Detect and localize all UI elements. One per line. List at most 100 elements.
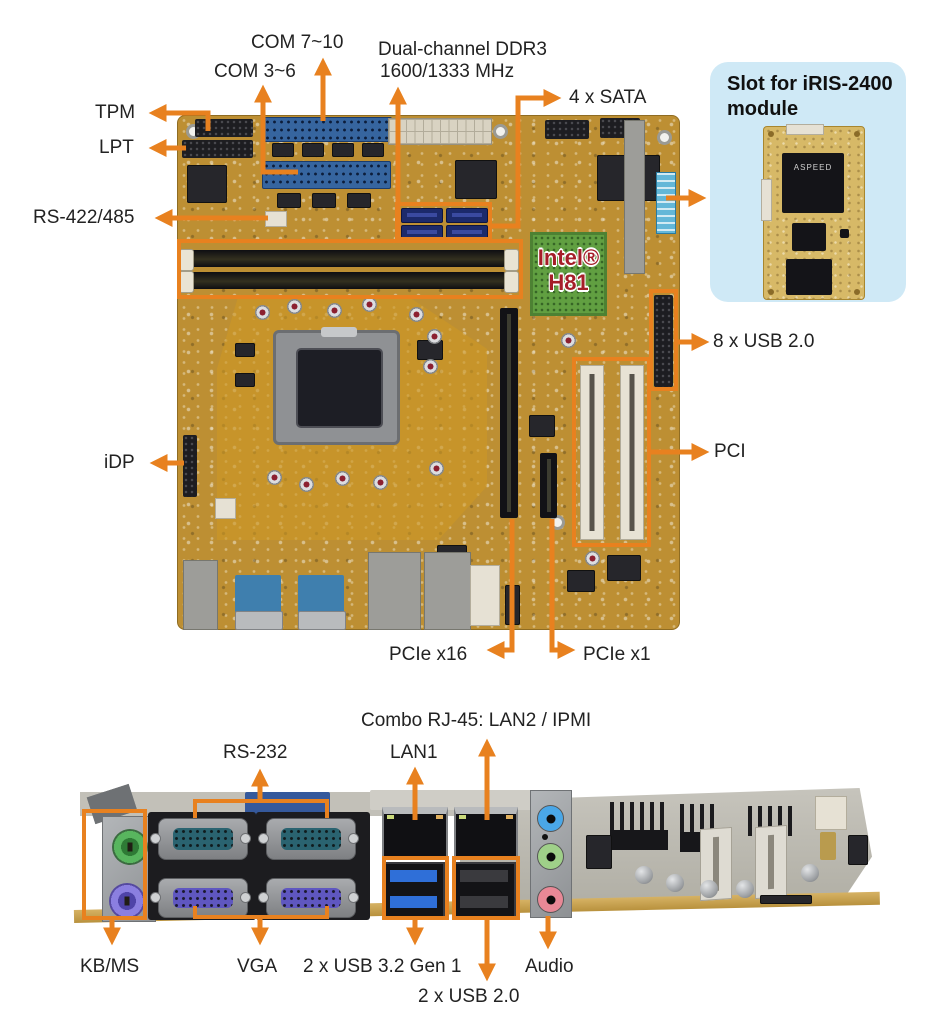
capacitor	[700, 880, 718, 898]
module-ic	[786, 259, 832, 295]
usb32-ports	[382, 862, 445, 918]
screw	[150, 833, 161, 844]
screw	[240, 833, 251, 844]
lan-led	[436, 815, 443, 819]
module-ic	[840, 229, 849, 238]
capacitor	[561, 333, 576, 348]
pcie-x16-slot	[500, 308, 518, 518]
socket-die	[298, 350, 381, 426]
chipset: Intel® H81	[530, 232, 607, 316]
label-4x-sata: 4 x SATA	[569, 87, 647, 108]
dimm-latch	[179, 249, 194, 271]
label-pcie-x1: PCIe x1	[583, 644, 651, 665]
pci-slot-end	[755, 824, 787, 900]
lpt-header	[182, 140, 253, 158]
label-pci: PCI	[714, 441, 746, 462]
com-7-10-header	[263, 117, 392, 142]
ic-chip	[760, 895, 812, 904]
label-tpm: TPM	[95, 102, 136, 123]
screw	[258, 892, 269, 903]
dimm-latch	[504, 249, 519, 271]
label-rs422-485: RS-422/485	[33, 207, 135, 228]
sata-port	[401, 208, 443, 223]
ic-chip	[455, 160, 497, 199]
com-3-6-header	[262, 161, 391, 189]
capacitor	[299, 477, 314, 492]
ic-chip	[235, 373, 255, 387]
usb-tongue	[390, 870, 437, 882]
label-com-7-10: COM 7~10	[251, 32, 344, 53]
label-pcie-x16: PCIe x16	[389, 644, 468, 665]
label-vga: VGA	[237, 956, 278, 977]
lan1-port	[382, 807, 448, 860]
iris-module-photo: ASPEED	[761, 124, 865, 300]
capacitor	[335, 471, 350, 486]
rear-panel-photo	[70, 780, 890, 950]
audio-hole	[542, 834, 548, 840]
capacitor	[423, 359, 438, 374]
label-audio: Audio	[525, 956, 574, 977]
line-in-jack	[537, 805, 564, 832]
capacitor	[409, 307, 424, 322]
usb20-ports	[452, 862, 516, 918]
atx-power-connector	[388, 118, 492, 145]
ic-chip	[417, 340, 443, 360]
cpu-socket	[273, 327, 400, 445]
lan-led	[506, 815, 513, 819]
ic-chip	[586, 835, 612, 869]
sata-port	[446, 208, 488, 223]
rear-top-slab	[370, 790, 532, 810]
aspeed-chip-label: ASPEED	[793, 163, 833, 172]
ic-chip	[848, 835, 868, 865]
ic-chip	[505, 585, 520, 625]
label-8x-usb20: 8 x USB 2.0	[713, 331, 815, 352]
socket-clip	[321, 327, 357, 337]
module-hole	[768, 131, 774, 137]
ic-chip	[607, 555, 641, 581]
usb-tongue	[390, 896, 437, 908]
capacitor	[255, 305, 270, 320]
lan2-ipmi-port	[454, 807, 518, 860]
mic-jack	[537, 886, 564, 913]
ic-chip	[332, 143, 354, 157]
capacitor	[362, 297, 377, 312]
sata-port	[446, 225, 488, 240]
module-connector	[786, 124, 824, 135]
label-ddr3-line1: Dual-channel DDR3	[378, 39, 547, 60]
rear-usb-block	[183, 560, 218, 630]
mounting-hole	[493, 124, 508, 139]
label-combo-rj45: Combo RJ-45: LAN2 / IPMI	[361, 710, 592, 731]
module-connector	[761, 179, 772, 221]
label-kbms: KB/MS	[80, 956, 140, 977]
motherboard-photo: Intel® H81	[177, 115, 680, 630]
capacitor	[585, 551, 600, 566]
battery-holder	[470, 565, 500, 626]
idp-connector	[183, 435, 197, 497]
iris-callout-box: Slot for iRIS-2400 module ASPEED	[710, 62, 906, 302]
capacitor	[327, 303, 342, 318]
pin-header	[545, 120, 589, 139]
atx-4pin-connector	[215, 498, 236, 519]
usb-pin-headers	[654, 295, 673, 387]
dimm-slot	[188, 250, 505, 267]
module-hole	[768, 289, 774, 295]
usb-tongue	[460, 870, 508, 882]
iris-box-title: Slot for iRIS-2400 module	[727, 73, 893, 120]
ic-chip	[362, 143, 384, 157]
ic-chip	[235, 343, 255, 357]
serial-port-body	[235, 575, 281, 613]
pci-slot	[580, 365, 604, 540]
white-connector	[815, 796, 847, 830]
dimm-latch	[504, 271, 519, 293]
capacitor	[801, 864, 819, 882]
rear-lan-block	[424, 552, 471, 630]
ic-chip	[277, 193, 301, 208]
capacitor	[736, 880, 754, 898]
lan-led	[387, 815, 394, 819]
dimm-latch	[179, 271, 194, 293]
rear-lan-block	[368, 552, 421, 630]
pin-header	[610, 802, 668, 832]
lan-led	[459, 815, 466, 819]
rs232-port	[266, 818, 356, 860]
label-com-3-6: COM 3~6	[214, 61, 296, 82]
